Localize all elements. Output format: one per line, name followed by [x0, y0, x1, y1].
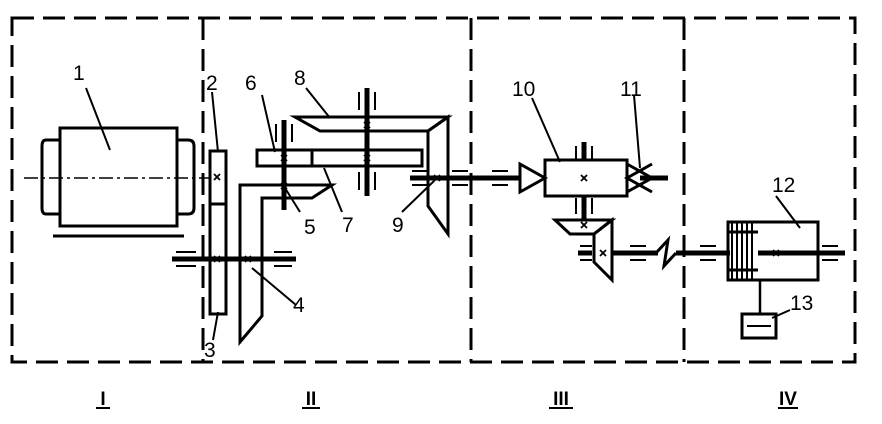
- label-7: 7: [342, 214, 354, 237]
- label-2: 2: [206, 72, 218, 95]
- section-frame: [10, 16, 857, 364]
- label-10: 10: [512, 78, 535, 101]
- bevel-gears-lower: [551, 216, 730, 284]
- section-labels: I II III IV: [96, 389, 798, 410]
- differential: [518, 142, 668, 220]
- label-13: 13: [790, 292, 813, 315]
- section-label-4: IV: [779, 389, 797, 410]
- part-labels: 1 2 3 4 5 6 7 8 9 10 11 12 13: [73, 62, 813, 362]
- label-4: 4: [293, 294, 305, 317]
- belt-drive: [208, 149, 228, 316]
- label-6: 6: [245, 72, 257, 95]
- shaft-input: [172, 251, 296, 267]
- motor: [24, 126, 210, 238]
- section-label-3: III: [553, 389, 569, 410]
- label-8: 8: [294, 67, 306, 90]
- label-1: 1: [73, 62, 85, 85]
- shaft-middle: [410, 170, 520, 186]
- drum: [726, 220, 845, 314]
- leader-lines: [85, 87, 801, 341]
- label-5: 5: [304, 216, 316, 239]
- label-11: 11: [620, 78, 642, 101]
- label-9: 9: [392, 214, 404, 237]
- label-3: 3: [204, 339, 216, 362]
- label-12: 12: [772, 174, 795, 197]
- section-label-2: II: [306, 389, 317, 410]
- section-label-1: I: [100, 389, 105, 410]
- load-block: [740, 312, 778, 340]
